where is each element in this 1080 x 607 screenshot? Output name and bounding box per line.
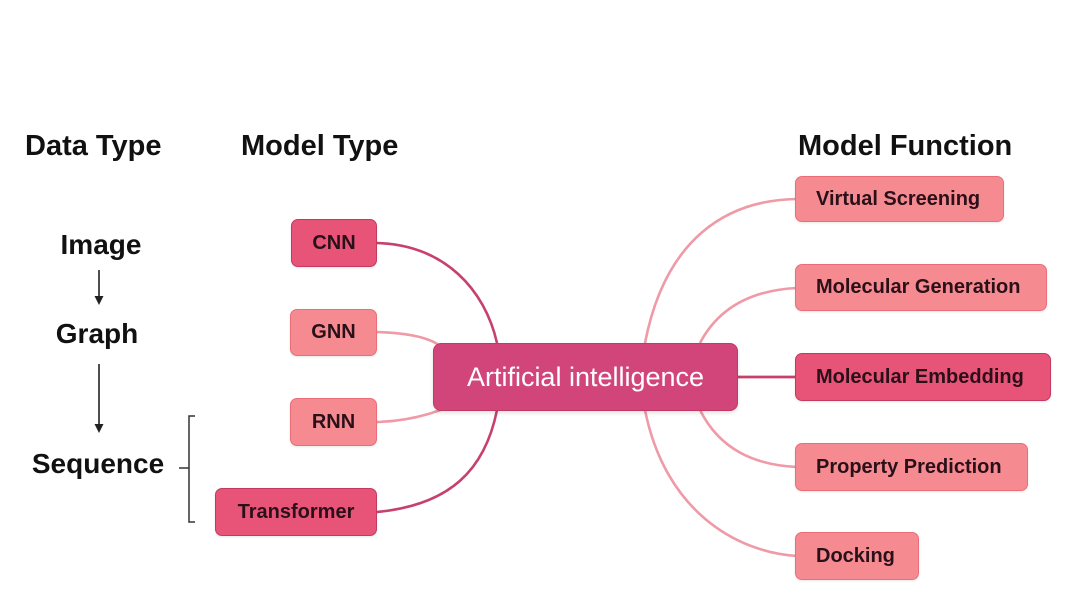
data-type-sequence: Sequence — [31, 448, 165, 479]
connector-cnn — [376, 241, 499, 344]
connector-property-prediction — [698, 409, 798, 469]
connector-transformer — [376, 409, 499, 514]
model-type-gnn: GNN — [290, 309, 377, 356]
model-function-docking: Docking — [795, 532, 919, 580]
heading-data-type: Data Type — [25, 130, 162, 162]
connector-docking — [643, 409, 798, 558]
model-function-virtual-screening: Virtual Screening — [795, 176, 1004, 222]
center-node-artificial-intelligence: Artificial intelligence — [433, 343, 738, 411]
model-function-molecular-embedding: Molecular Embedding — [795, 353, 1051, 401]
data-type-graph: Graph — [55, 318, 139, 349]
connector-molecular-generation — [698, 286, 798, 344]
arrow-image-to-graph — [94, 270, 104, 305]
arrow-graph-to-sequence — [94, 364, 104, 433]
model-type-transformer: Transformer — [215, 488, 377, 536]
data-type-image: Image — [60, 229, 142, 260]
connector-virtual-screening — [643, 197, 798, 344]
connector-gnn — [376, 330, 441, 348]
model-type-rnn: RNN — [290, 398, 377, 446]
model-type-cnn: CNN — [291, 219, 377, 267]
heading-model-type: Model Type — [241, 130, 399, 162]
heading-model-function: Model Function — [798, 130, 1013, 162]
model-function-property-prediction: Property Prediction — [795, 443, 1028, 491]
sequence-bracket — [179, 415, 195, 523]
model-function-molecular-generation: Molecular Generation — [795, 264, 1047, 311]
